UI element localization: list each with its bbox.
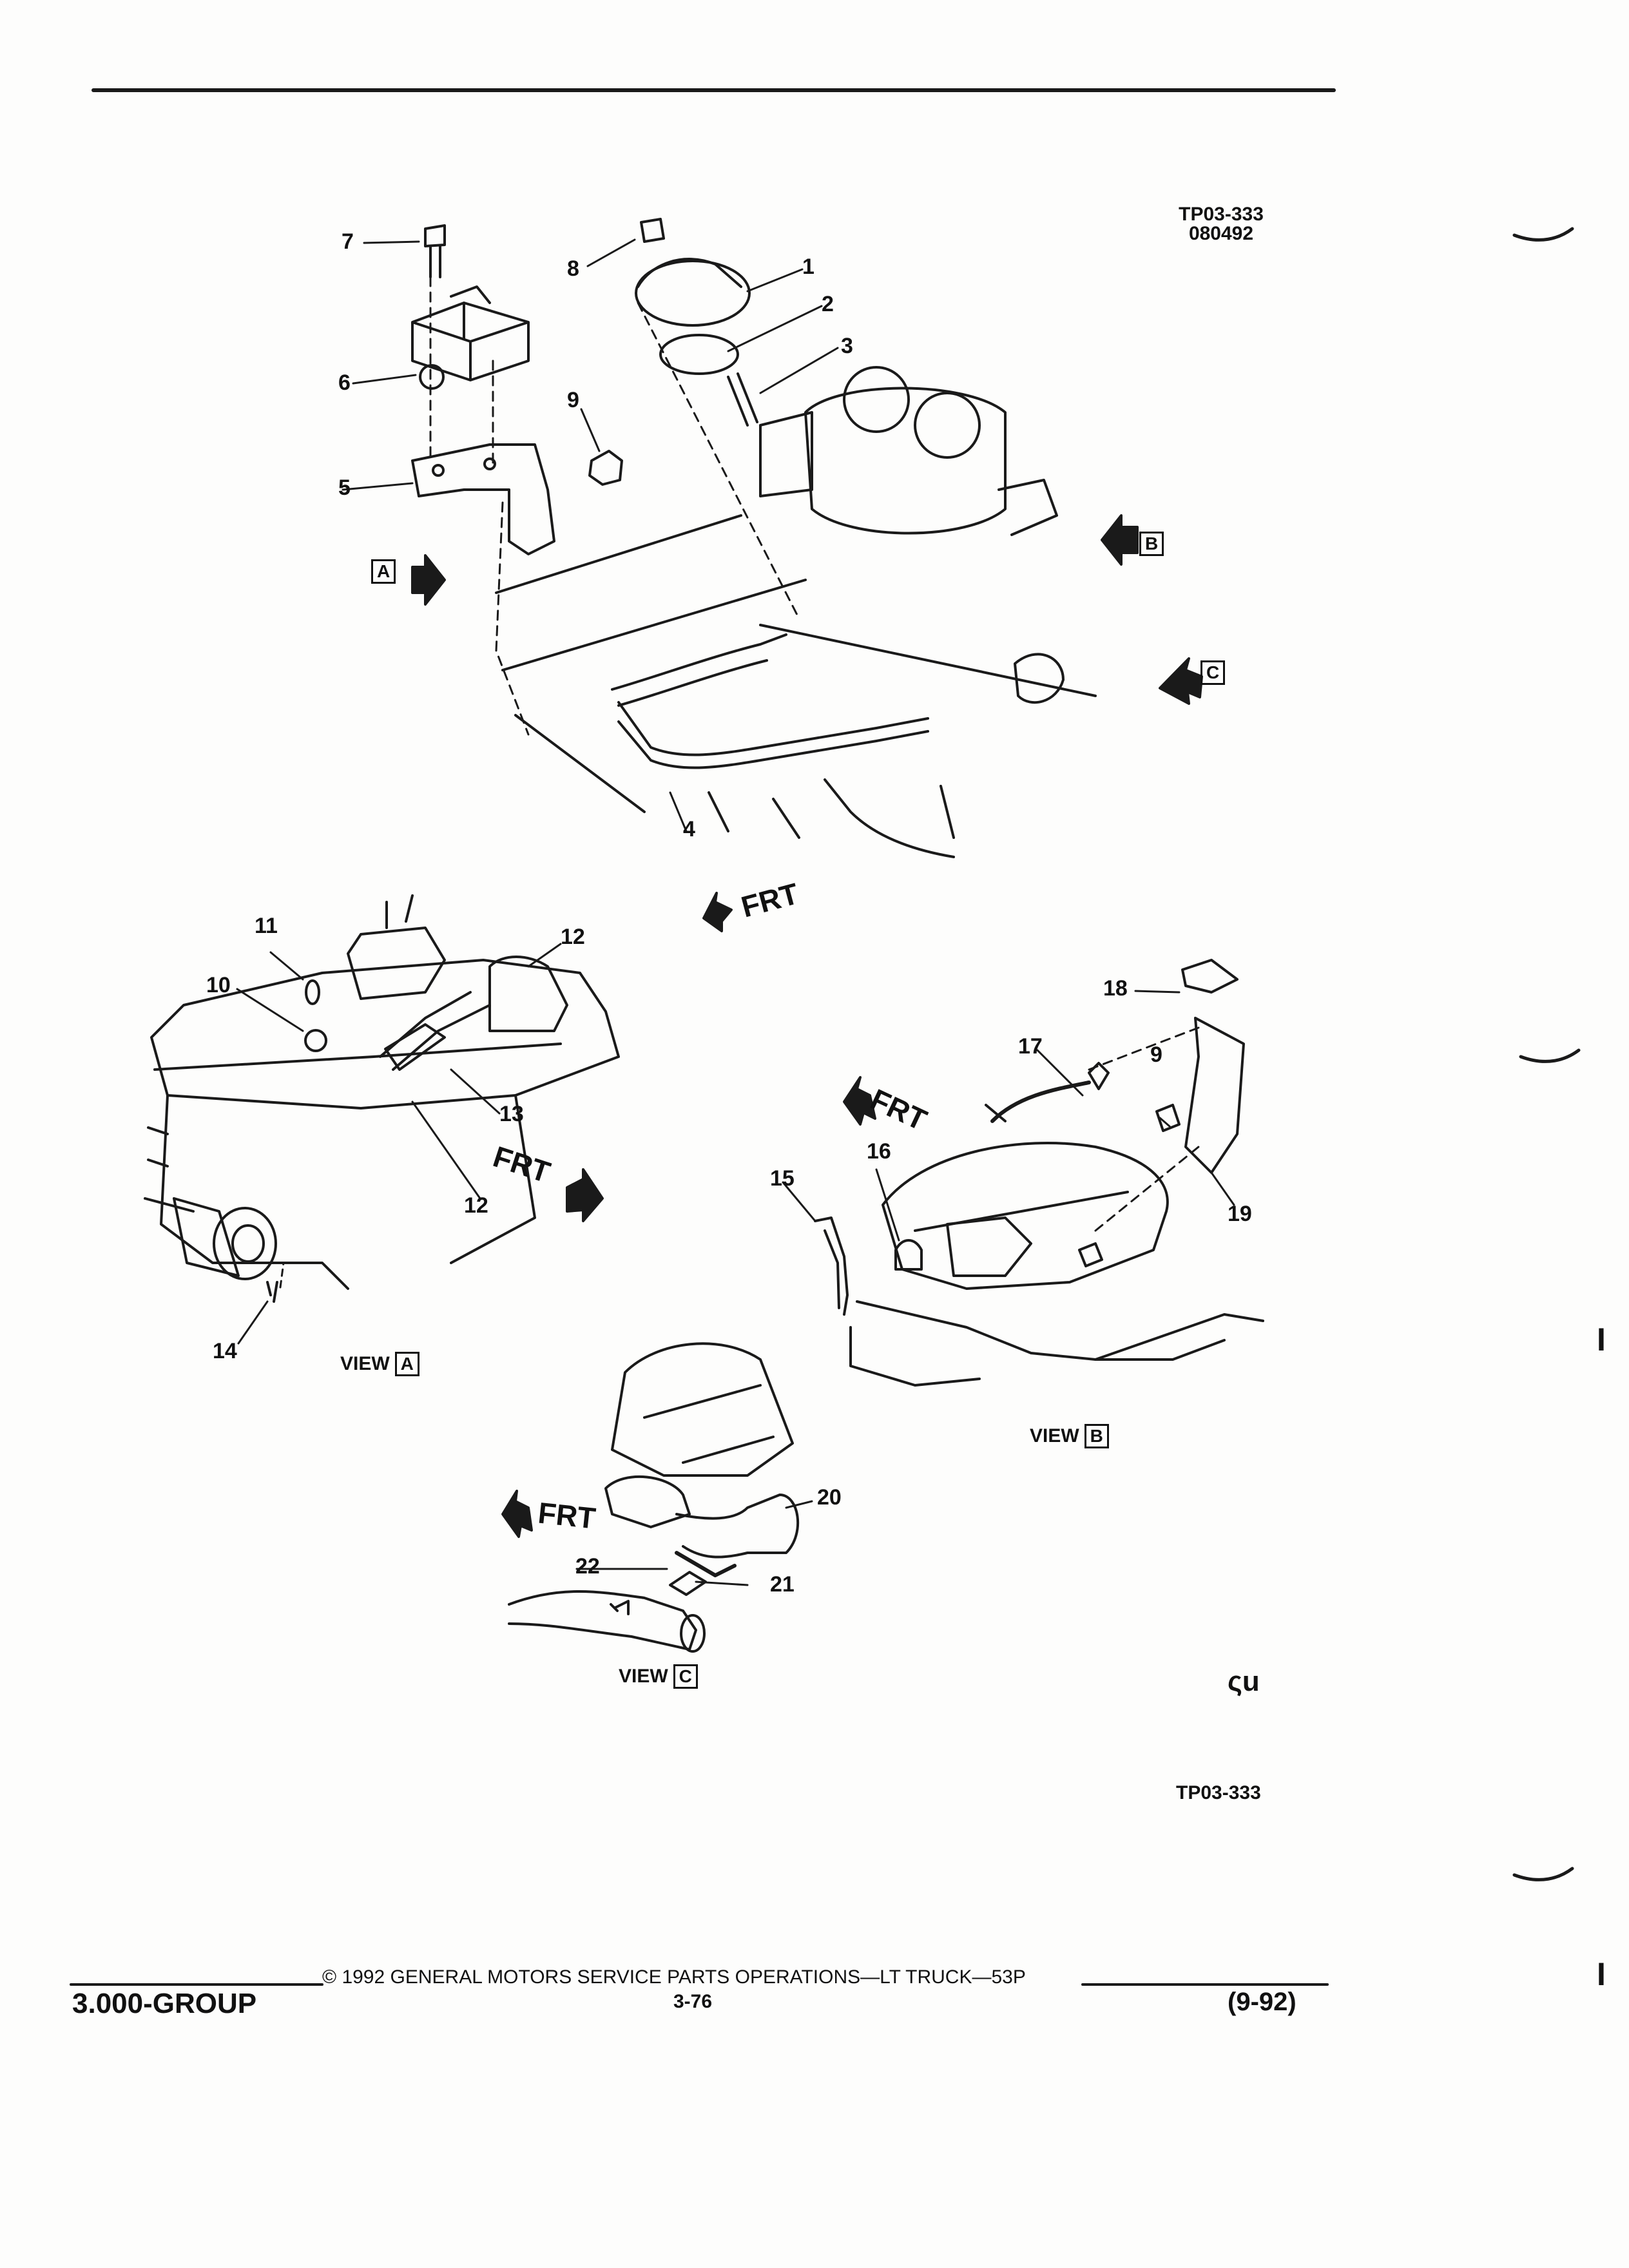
callout-6: 6 xyxy=(338,370,351,395)
view-b-arrow xyxy=(1101,514,1139,566)
margin-mark-1: I xyxy=(1597,1321,1606,1358)
callout-5: 5 xyxy=(338,476,351,500)
view-ref-c-letter: C xyxy=(1200,660,1226,685)
view-a-prefix: VIEW xyxy=(340,1353,390,1374)
view-b-drawing xyxy=(782,959,1264,1387)
footer-copyright: © 1992 GENERAL MOTORS SERVICE PARTS OPER… xyxy=(322,1966,1026,1988)
view-ref-a: A xyxy=(366,559,396,584)
view-a-letter: A xyxy=(394,1352,419,1376)
callout-19: 19 xyxy=(1228,1202,1252,1226)
callout-15: 15 xyxy=(770,1166,795,1191)
callout-21: 21 xyxy=(770,1572,795,1597)
view-a-arrow xyxy=(411,554,446,606)
callout-9-view-b: 9 xyxy=(1150,1043,1162,1067)
view-ref-b-letter: B xyxy=(1139,532,1164,556)
frt-arrow-view-c xyxy=(501,1490,533,1538)
callout-1: 1 xyxy=(802,255,815,279)
callout-10: 10 xyxy=(206,973,231,997)
frt-arrow-view-b xyxy=(843,1076,876,1126)
footer-page-number: 3-76 xyxy=(673,1991,713,2012)
callout-7: 7 xyxy=(342,229,354,254)
view-b-prefix: VIEW xyxy=(1030,1425,1079,1446)
callout-8: 8 xyxy=(567,256,579,281)
figure-code-line1: TP03-333 xyxy=(1179,204,1264,225)
frt-arrow-view-a xyxy=(566,1168,604,1222)
binding-curve xyxy=(1519,1048,1581,1063)
view-c-arrow xyxy=(1159,657,1203,705)
figure-mark: ςu xyxy=(1228,1666,1260,1697)
callout-4: 4 xyxy=(683,817,695,841)
view-ref-c: C xyxy=(1195,660,1226,685)
callout-9: 9 xyxy=(567,388,579,412)
callout-22: 22 xyxy=(575,1554,600,1579)
figure-code-bottom: TP03-333 xyxy=(1176,1782,1261,1803)
callout-18: 18 xyxy=(1103,976,1128,1001)
binding-curve xyxy=(1512,1867,1574,1881)
footer-date: (9-92) xyxy=(1228,1988,1296,2016)
callout-16: 16 xyxy=(867,1139,891,1164)
callout-3: 3 xyxy=(841,334,853,358)
figure-code-top: TP03-333 080492 xyxy=(1157,205,1286,244)
frt-label-view-c: FRT xyxy=(536,1495,597,1535)
callout-14: 14 xyxy=(213,1339,237,1363)
callout-17: 17 xyxy=(1018,1034,1043,1059)
frt-arrow-main xyxy=(702,892,733,932)
view-a-drawing xyxy=(144,894,620,1345)
callout-11: 11 xyxy=(255,914,278,938)
view-c-prefix: VIEW xyxy=(619,1666,668,1687)
callout-12-top: 12 xyxy=(561,925,585,949)
figure-code-line2: 080492 xyxy=(1188,223,1254,244)
view-c-drawing xyxy=(501,1342,813,1653)
view-ref-a-letter: A xyxy=(371,559,396,584)
binding-curve xyxy=(1512,227,1574,242)
margin-mark-2: I xyxy=(1597,1956,1606,1992)
callout-2: 2 xyxy=(822,292,834,316)
callout-12-bottom: 12 xyxy=(464,1193,488,1218)
view-b-letter: B xyxy=(1084,1424,1109,1448)
view-ref-b: B xyxy=(1134,532,1164,556)
footer-group: 3.000-GROUP xyxy=(72,1988,257,2019)
view-c-letter: C xyxy=(673,1664,698,1689)
callout-20: 20 xyxy=(817,1485,842,1510)
main-assembly-drawing xyxy=(342,218,1097,858)
callout-13: 13 xyxy=(499,1102,524,1126)
